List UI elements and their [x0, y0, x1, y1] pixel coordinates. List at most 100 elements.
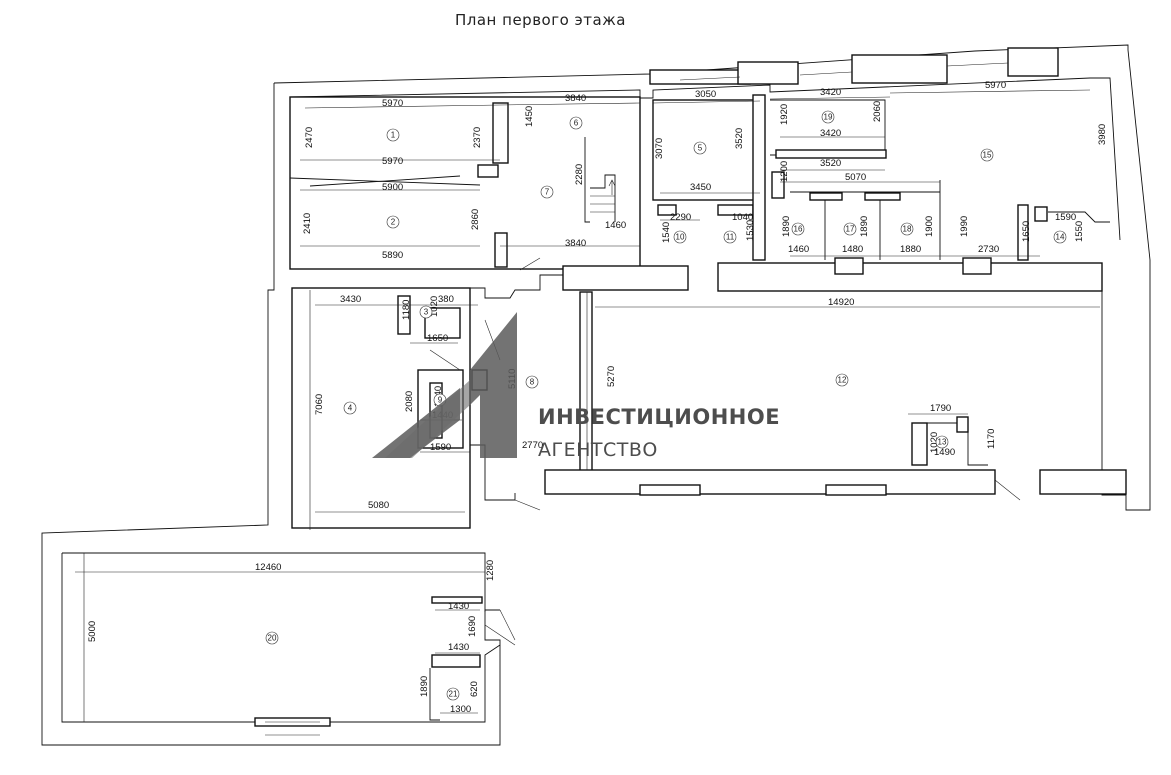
svg-text:17: 17	[846, 225, 855, 234]
dim-label: 1200	[779, 161, 790, 182]
svg-text:15: 15	[983, 151, 992, 160]
room-marker: 1	[386, 128, 400, 142]
dim-label: 3450	[690, 182, 711, 193]
window-top-3	[851, 54, 948, 84]
dim-label: 5970	[382, 98, 403, 109]
room-marker: 14	[1053, 230, 1067, 244]
dim-label: 1890	[781, 216, 792, 237]
room-marker: 15	[980, 148, 994, 162]
dim-label: 1650	[427, 333, 448, 344]
svg-text:7: 7	[545, 188, 550, 197]
dim-label: 2060	[872, 101, 883, 122]
dim-label: 3840	[565, 93, 586, 104]
room-marker: 18	[900, 222, 914, 236]
dim-label: 380	[438, 294, 454, 305]
dim-label: 1990	[959, 216, 970, 237]
room-marker: 17	[843, 222, 857, 236]
dim-label: 1460	[788, 244, 809, 255]
svg-text:19: 19	[824, 113, 833, 122]
dim-label: 3980	[1097, 124, 1108, 145]
svg-text:5: 5	[698, 144, 703, 153]
room-marker: 11	[723, 230, 737, 244]
dim-label: 2770	[522, 440, 543, 451]
window-top-4	[1007, 47, 1059, 77]
outer-walls	[41, 44, 1151, 746]
svg-text:14: 14	[1056, 233, 1065, 242]
dim-label: 1900	[924, 216, 935, 237]
room-marker: 16	[791, 222, 805, 236]
room-marker: 7	[540, 185, 554, 199]
dim-label: 3840	[565, 238, 586, 249]
dim-label: 2280	[574, 164, 585, 185]
dim-label: 1280	[485, 560, 496, 581]
dim-label: 3430	[340, 294, 361, 305]
dim-label: 2730	[978, 244, 999, 255]
dim-label: 2470	[304, 127, 315, 148]
dim-label: 1180	[401, 300, 412, 320]
dim-label: 1300	[450, 704, 471, 715]
lower-room	[61, 552, 516, 736]
dim-label: 1480	[842, 244, 863, 255]
dim-label: 3520	[734, 128, 745, 149]
svg-text:12: 12	[838, 376, 847, 385]
watermark-line2: АГЕНТСТВО	[538, 439, 658, 461]
watermark-line1: ИНВЕСТИЦИОННОЕ	[538, 405, 780, 429]
dim-label: 620	[469, 681, 480, 697]
wall-segment	[562, 265, 689, 291]
svg-text:21: 21	[449, 690, 458, 699]
dim-label: 2080	[404, 391, 415, 412]
room-marker: 10	[673, 230, 687, 244]
svg-text:13: 13	[938, 438, 947, 447]
svg-text:3: 3	[424, 308, 429, 317]
dim-label: 5000	[87, 621, 98, 642]
dim-label: 5890	[382, 250, 403, 261]
room-marker: 4	[343, 401, 357, 415]
dim-label: 2860	[470, 209, 481, 230]
dim-label: 1790	[930, 403, 951, 414]
dim-label: 1590	[1055, 212, 1076, 223]
dim-label: 2370	[472, 127, 483, 148]
dim-label: 5270	[606, 366, 617, 387]
logo-shape	[372, 388, 460, 458]
watermark-logo: ИНВЕСТИЦИОННОЕ АГЕНТСТВО	[372, 312, 780, 461]
wall-segment	[717, 262, 1103, 292]
dim-label: 1690	[467, 616, 478, 637]
dim-label: 1880	[900, 244, 921, 255]
plan-title: План первого этажа	[455, 11, 626, 29]
room-numbers: 1 2 3 4 5 6 7 8 9 10 11 12 13 14 15 16 1…	[265, 110, 1067, 701]
dim-label: 1590	[430, 442, 451, 453]
svg-text:16: 16	[794, 225, 803, 234]
room-marker: 6	[569, 116, 583, 130]
dim-label: 1550	[1074, 221, 1085, 242]
dim-label: 1920	[779, 104, 790, 125]
svg-text:20: 20	[268, 634, 277, 643]
logo-shape	[470, 312, 517, 458]
dim-label: 1020	[429, 296, 440, 317]
dimension-labels: 5970 3840 3050 3420 5970 2470 2370 1450 …	[87, 80, 1108, 715]
svg-text:4: 4	[348, 404, 353, 413]
dim-label: 1460	[605, 220, 626, 231]
dim-label: 1490	[934, 447, 955, 458]
dim-label: 3070	[654, 138, 665, 159]
wall-segment	[544, 469, 996, 495]
dim-label: 1430	[448, 642, 469, 653]
room-marker: 20	[265, 631, 279, 645]
dim-label: 3050	[695, 89, 716, 100]
dim-label: 5070	[845, 172, 866, 183]
room-marker: 5	[693, 141, 707, 155]
dim-label: 1450	[524, 106, 535, 127]
dim-label: 1170	[986, 429, 997, 449]
svg-text:10: 10	[676, 233, 685, 242]
dim-label: 1890	[859, 216, 870, 237]
dim-label: 5900	[382, 182, 403, 193]
middle-rooms	[291, 274, 1127, 529]
room-marker: 21	[446, 687, 460, 701]
dim-label: 12460	[255, 562, 281, 573]
svg-text:2: 2	[391, 218, 396, 227]
svg-text:1: 1	[391, 131, 396, 140]
dim-label: 1890	[419, 676, 430, 697]
dim-label: 1530	[745, 220, 756, 241]
dim-label: 7060	[314, 394, 325, 415]
dim-label: 2290	[670, 212, 691, 223]
